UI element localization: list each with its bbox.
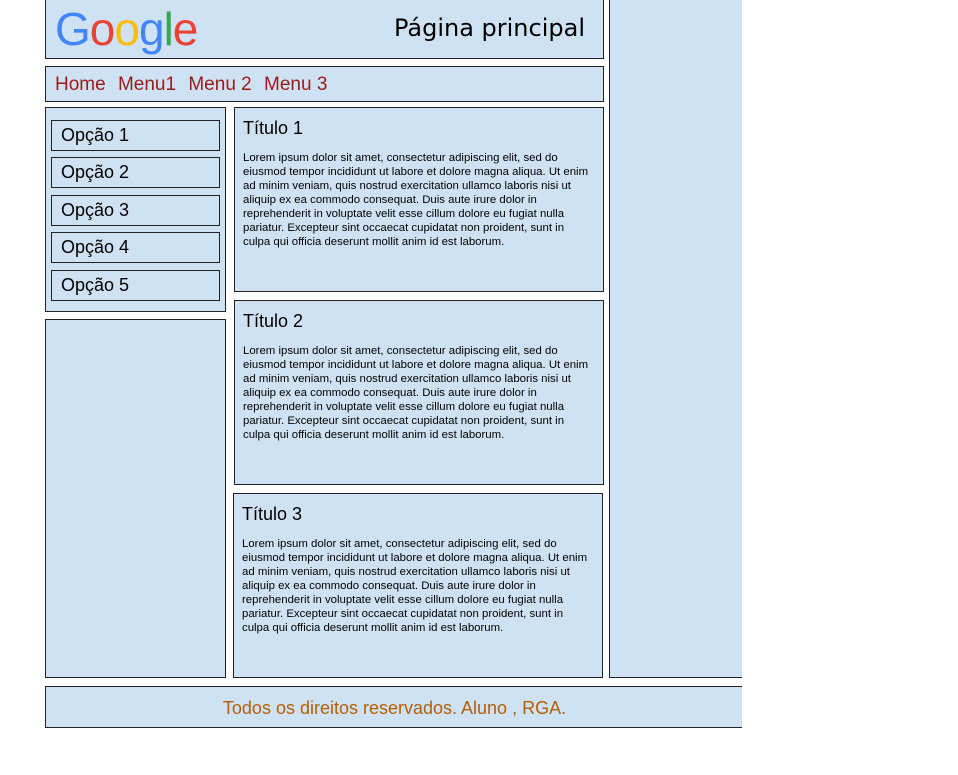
article-body: Lorem ipsum dolor sit amet, consectetur … bbox=[243, 345, 589, 441]
sidebar: Opção 1 Opção 2 Opção 3 Opção 4 Opção 5 bbox=[45, 107, 226, 312]
right-column bbox=[609, 0, 742, 678]
article-title: Título 2 bbox=[243, 311, 304, 331]
footer-text: Todos os direitos reservados. Aluno , RG… bbox=[222, 698, 567, 718]
nav-item-home[interactable]: Home bbox=[55, 74, 106, 95]
nav-item-menu3[interactable]: Menu 3 bbox=[264, 74, 328, 95]
footer: Todos os direitos reservados. Aluno , RG… bbox=[45, 686, 742, 728]
header: Google Página principal bbox=[45, 0, 604, 59]
nav-item-menu1[interactable]: Menu1 bbox=[117, 74, 177, 95]
sidebar-option-5[interactable]: Opção 5 bbox=[51, 270, 220, 301]
sidebar-lower-panel bbox=[45, 319, 226, 678]
article-3: Título 3 Lorem ipsum dolor sit amet, con… bbox=[233, 493, 603, 678]
article-title: Título 3 bbox=[242, 504, 303, 524]
logo-letter: G bbox=[55, 3, 91, 55]
logo-letter: e bbox=[172, 3, 199, 55]
sidebar-option-4[interactable]: Opção 4 bbox=[51, 232, 220, 263]
page-title: Página principal bbox=[393, 14, 585, 42]
logo-letter: g bbox=[138, 3, 165, 55]
article-2: Título 2 Lorem ipsum dolor sit amet, con… bbox=[234, 300, 604, 485]
nav-item-menu2[interactable]: Menu 2 bbox=[188, 74, 252, 95]
logo-letter: l bbox=[163, 3, 174, 55]
article-body: Lorem ipsum dolor sit amet, consectetur … bbox=[243, 152, 589, 248]
article-body: Lorem ipsum dolor sit amet, consectetur … bbox=[242, 538, 588, 634]
article-1: Título 1 Lorem ipsum dolor sit amet, con… bbox=[234, 107, 604, 292]
sidebar-option-1[interactable]: Opção 1 bbox=[51, 120, 220, 151]
article-title: Título 1 bbox=[243, 118, 304, 138]
logo-letter: o bbox=[89, 3, 116, 55]
google-logo[interactable]: Google bbox=[55, 3, 199, 55]
sidebar-option-3[interactable]: Opção 3 bbox=[51, 195, 220, 226]
top-nav: Home Menu1 Menu 2 Menu 3 bbox=[45, 66, 604, 102]
sidebar-option-2[interactable]: Opção 2 bbox=[51, 157, 220, 188]
logo-letter: o bbox=[114, 3, 140, 55]
